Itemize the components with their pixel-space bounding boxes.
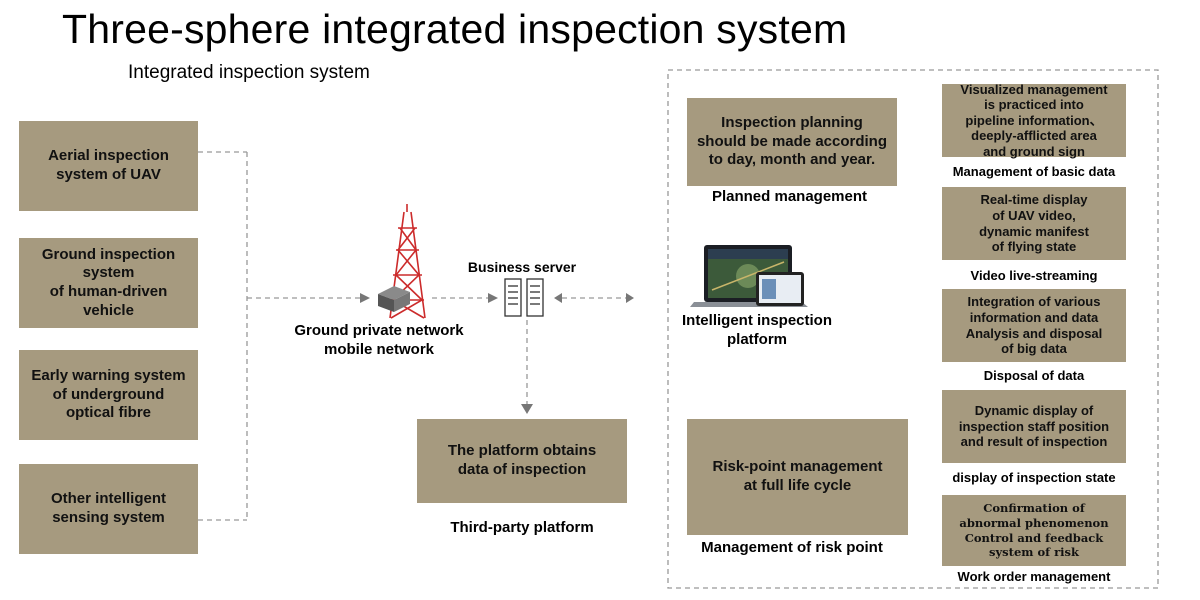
laptop-icon — [690, 245, 808, 307]
ground-inspection-system-box: Ground inspection system of human-driven… — [19, 238, 198, 328]
basic-data-label: Management of basic data — [952, 164, 1116, 179]
platform-label: Intelligent inspection platform — [681, 312, 832, 348]
inspection-state-label: display of inspection state — [952, 470, 1116, 485]
planned-management-label: Planned management — [711, 188, 868, 205]
equipment-house-icon — [378, 286, 410, 312]
work-order-box: Confirmation of abnormal phenomenon Cont… — [942, 495, 1126, 566]
video-live-label: Video live-streaming — [970, 268, 1098, 283]
arrow-to-platform — [626, 293, 634, 303]
third-party-label: Third-party platform — [450, 519, 594, 536]
network-label: Ground private network mobile network — [294, 322, 464, 358]
arrow-to-server — [488, 293, 498, 303]
video-live-box: Real-time display of UAV video, dynamic … — [942, 187, 1126, 260]
risk-point-box: Risk-point management at full life cycle — [687, 419, 908, 535]
planned-management-box: Inspection planning should be made accor… — [687, 98, 897, 186]
diagram-subtitle: Integrated inspection system — [128, 62, 370, 83]
optical-fibre-warning-box: Early warning system of underground opti… — [19, 350, 198, 440]
data-disposal-label: Disposal of data — [983, 368, 1085, 383]
intelligent-sensing-system-box: Other intelligent sensing system — [19, 464, 198, 554]
work-order-label: Work order management — [957, 569, 1111, 584]
server-icon — [504, 278, 544, 317]
arrow-from-server — [554, 293, 562, 303]
uav-inspection-system-box: Aerial inspection system of UAV — [19, 121, 198, 211]
basic-data-box: Visualized management is practiced into … — [942, 82, 1126, 159]
server-label: Business server — [467, 259, 577, 275]
arrow-to-tower — [360, 293, 370, 303]
page-title: Three-sphere integrated inspection syste… — [62, 6, 848, 52]
risk-point-label: Management of risk point — [701, 539, 883, 556]
data-disposal-box: Integration of various information and d… — [942, 289, 1126, 362]
arrow-down — [521, 404, 533, 414]
inspection-state-box: Dynamic display of inspection staff posi… — [942, 390, 1126, 463]
third-party-box: The platform obtains data of inspection — [417, 419, 627, 503]
